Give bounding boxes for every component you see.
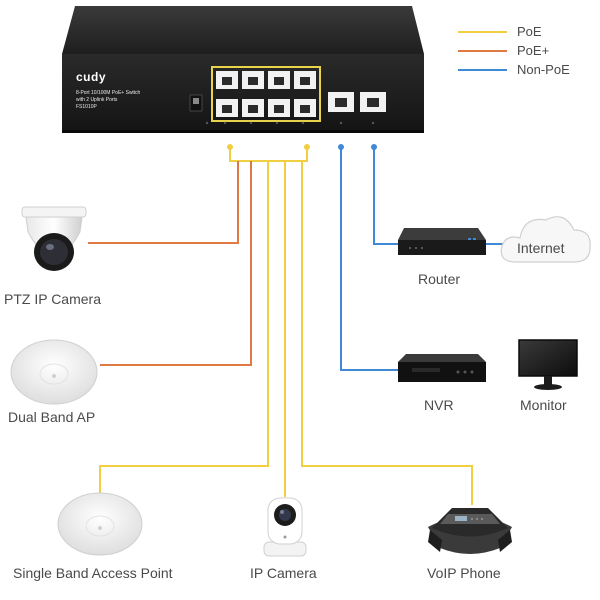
switch-description-line1: 8-Port 10/100M PoE+ Switch — [76, 90, 141, 96]
ptz-camera-device — [21, 206, 87, 271]
status-leds — [205, 121, 375, 125]
ip-camera-label: IP Camera — [250, 565, 317, 581]
voip-phone-device — [428, 508, 512, 554]
router-device — [398, 228, 486, 255]
cable-connector-dots — [227, 144, 377, 150]
cable-voip-phone — [301, 161, 473, 505]
single-band-ap-device — [57, 492, 143, 556]
switch-model: FS1010P — [76, 104, 97, 110]
ip-camera-device — [263, 497, 307, 557]
monitor-label: Monitor — [520, 397, 567, 413]
nvr-label: NVR — [424, 397, 454, 413]
switch-description-line2: with 2 Uplink Ports — [76, 97, 118, 103]
legend-lines — [458, 31, 507, 71]
router-label: Router — [418, 271, 461, 287]
internet-cloud — [500, 216, 591, 263]
port-dot — [227, 144, 233, 150]
monitor-device — [518, 339, 578, 390]
dual-band-ap-device — [10, 339, 98, 405]
port-dot — [304, 144, 310, 150]
port-dot — [338, 144, 344, 150]
legend-label-poe-plus: PoE+ — [517, 43, 550, 58]
poe-bus-line — [229, 147, 308, 162]
cable-single-band-ap — [99, 161, 269, 495]
cable-ptz-camera — [88, 161, 239, 244]
cable-dual-band-ap — [100, 161, 252, 366]
dual-band-ap-label: Dual Band AP — [8, 409, 96, 425]
port-dot — [371, 144, 377, 150]
single-band-ap-label: Single Band Access Point — [13, 565, 173, 581]
ptz-camera-label: PTZ IP Camera — [4, 291, 101, 307]
legend-label-non-poe: Non-PoE — [517, 62, 570, 77]
switch-top-face — [62, 6, 424, 54]
cables — [88, 147, 512, 505]
internet-label: Internet — [517, 240, 565, 256]
cable-nvr — [340, 147, 398, 371]
nvr-device — [398, 354, 486, 382]
uplink-ports — [328, 92, 386, 112]
voip-phone-label: VoIP Phone — [427, 565, 501, 581]
cable-router — [373, 147, 398, 245]
switch-brand: cudy — [76, 70, 107, 84]
poe-port-block — [211, 66, 321, 122]
poe-switch — [62, 6, 424, 133]
legend-label-poe: PoE — [517, 24, 542, 39]
